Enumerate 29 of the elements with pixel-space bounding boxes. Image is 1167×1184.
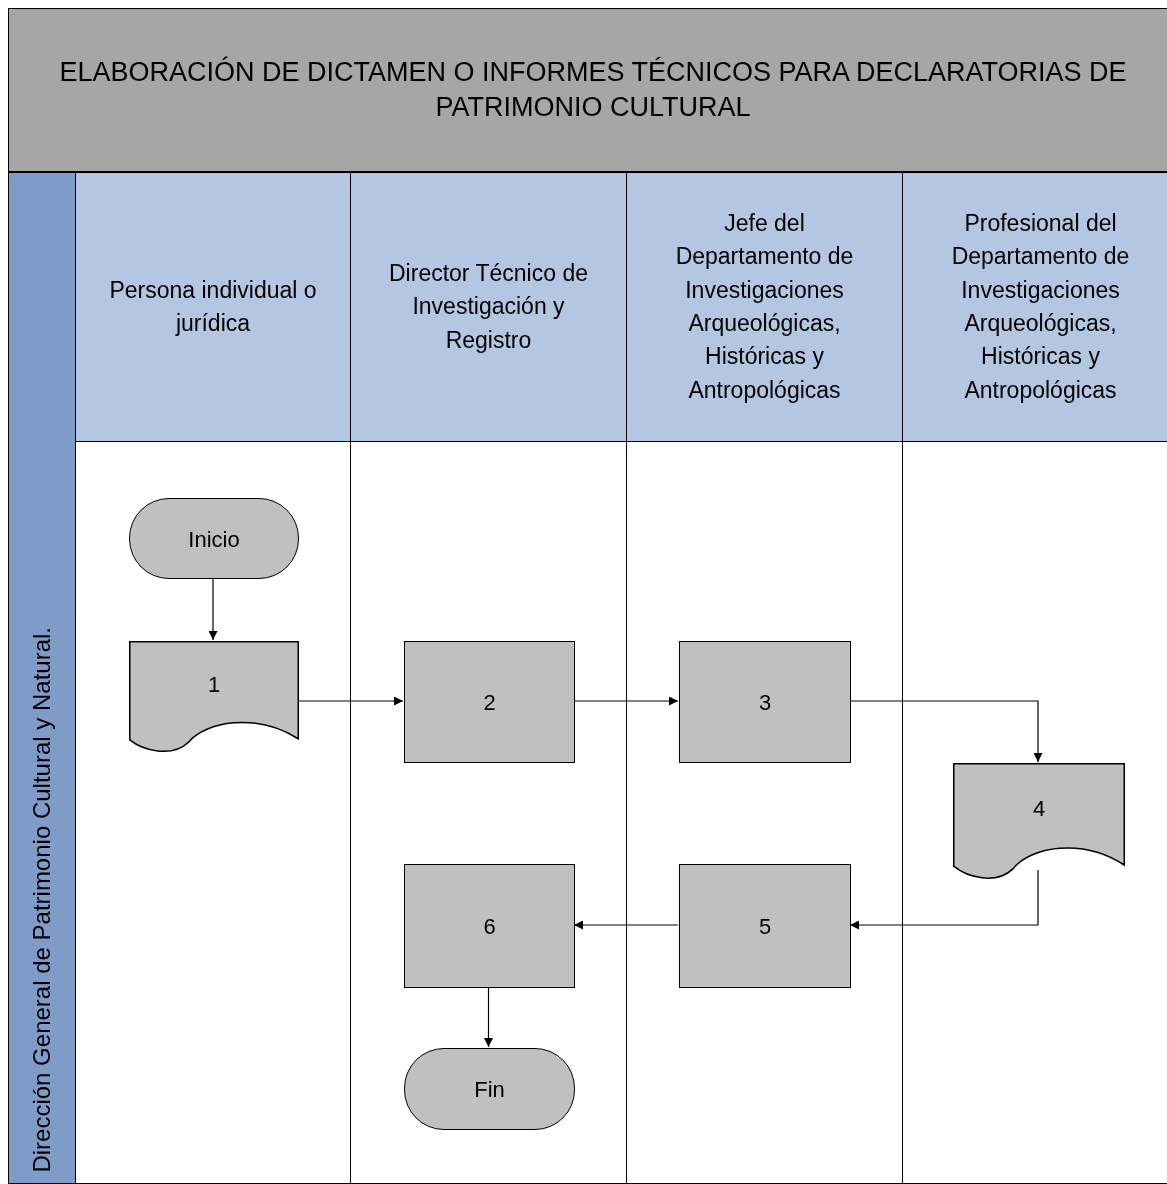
swimlane-pool: [8, 172, 1167, 1184]
step-label: 5: [757, 914, 773, 940]
arrow: [849, 700, 1043, 763]
process-box: [679, 641, 851, 763]
arrow: [208, 577, 218, 641]
arrow: [849, 869, 1039, 930]
step-label: 3: [757, 690, 773, 716]
process-box: [679, 864, 851, 988]
step-label: Fin: [473, 1077, 506, 1103]
step-label: 2: [482, 690, 497, 716]
process-box: [404, 864, 575, 988]
arrow: [573, 696, 679, 706]
swimlane: [351, 173, 627, 1184]
pool-label: Dirección General de Patrimonio Cultural y Natural.: [28, 627, 56, 1173]
arrow: [484, 986, 493, 1048]
lane-title: Jefe del Departamento de Investigaciones Arqueológicas, Históricas y Antropológicas: [674, 208, 855, 405]
step-label: 6: [482, 914, 497, 940]
arrow: [297, 696, 404, 706]
lane-title: Director Técnico de Investigación y Registro: [388, 259, 589, 355]
arrow: [573, 920, 679, 930]
lane-title: Profesional del Departamento de Investigaciones Arqueológicas, Históricas y Antropológicas: [950, 208, 1131, 405]
swimlane: [627, 173, 903, 1184]
step-label: Inicio: [187, 526, 241, 553]
lane-title: Persona individual o jurídica: [108, 275, 318, 338]
process-box: [404, 641, 575, 763]
step-label: 1: [206, 671, 222, 698]
swimlane: [76, 173, 351, 1184]
step-label: 4: [1031, 795, 1047, 822]
diagram-title: ELABORACIÓN DE DICTAMEN O INFORMES TÉCNICOS PARA DECLARATORIAS DE PATRIMONIO CULTURAL: [58, 55, 1128, 124]
